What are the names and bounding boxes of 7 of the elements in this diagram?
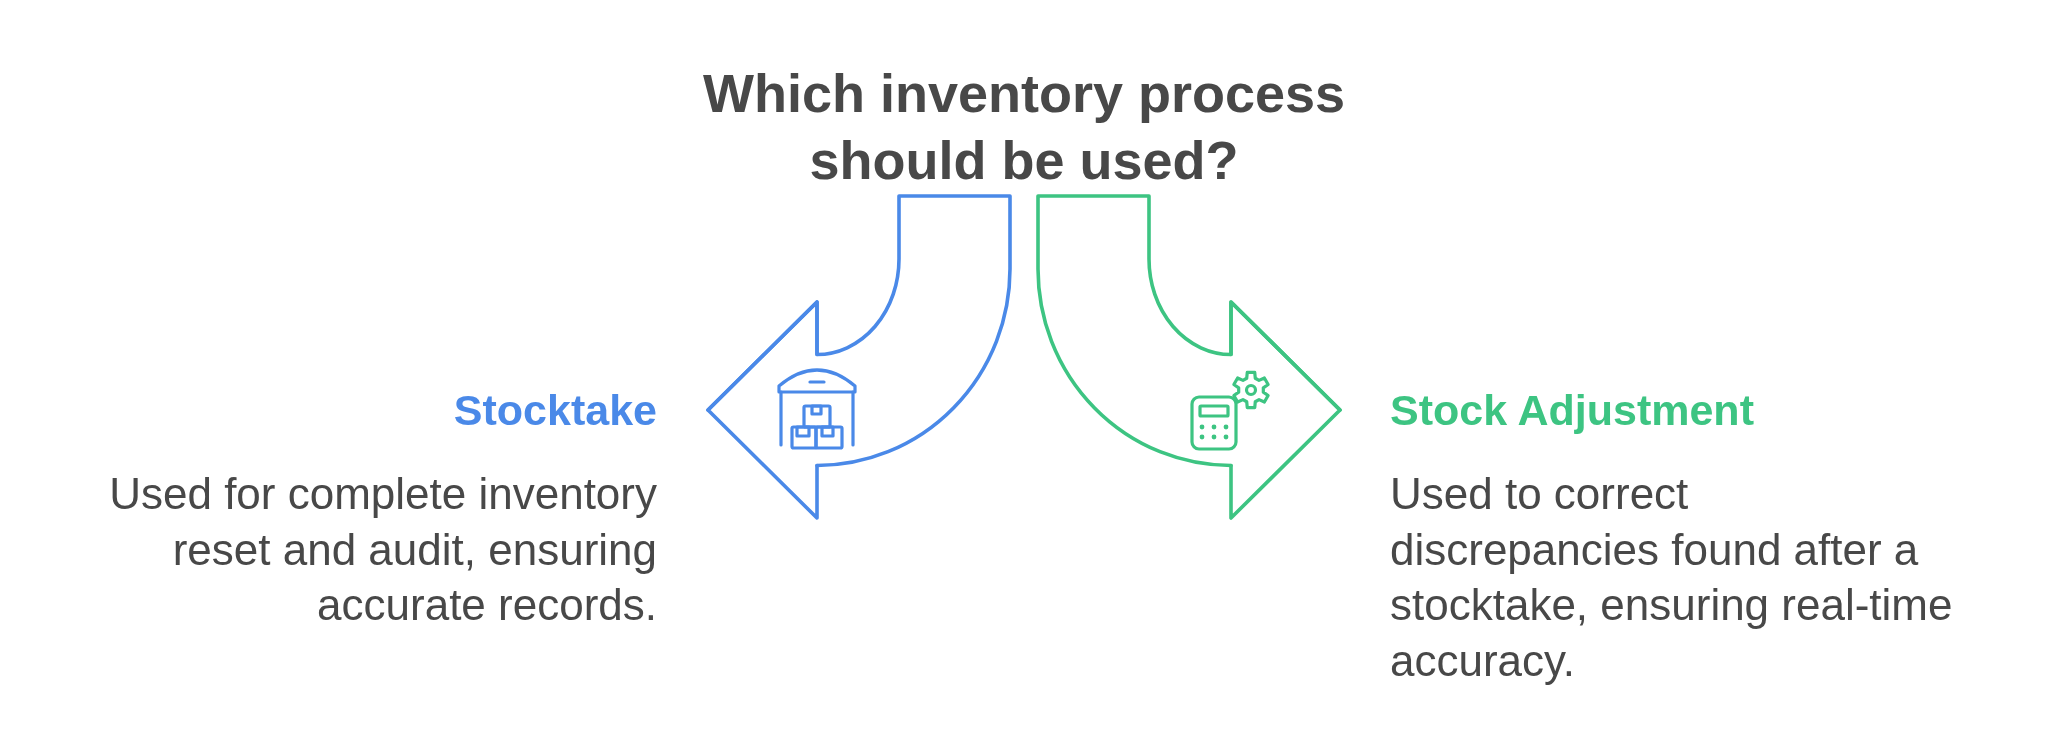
curved-arrow bbox=[1036, 194, 1342, 520]
description-text: Used for complete inventory reset and audit, ensuring accurate records. bbox=[108, 468, 657, 631]
curved-arrow bbox=[706, 194, 1012, 520]
section-heading: Stock Adjustment bbox=[1390, 385, 1754, 435]
description-text: Used to correct discrepancies found after a stocktake, ensuring real-time accuracy. bbox=[1390, 468, 1954, 687]
question-heading: Which inventory process should be used? bbox=[701, 62, 1347, 192]
section-heading: Stocktake bbox=[453, 385, 657, 435]
